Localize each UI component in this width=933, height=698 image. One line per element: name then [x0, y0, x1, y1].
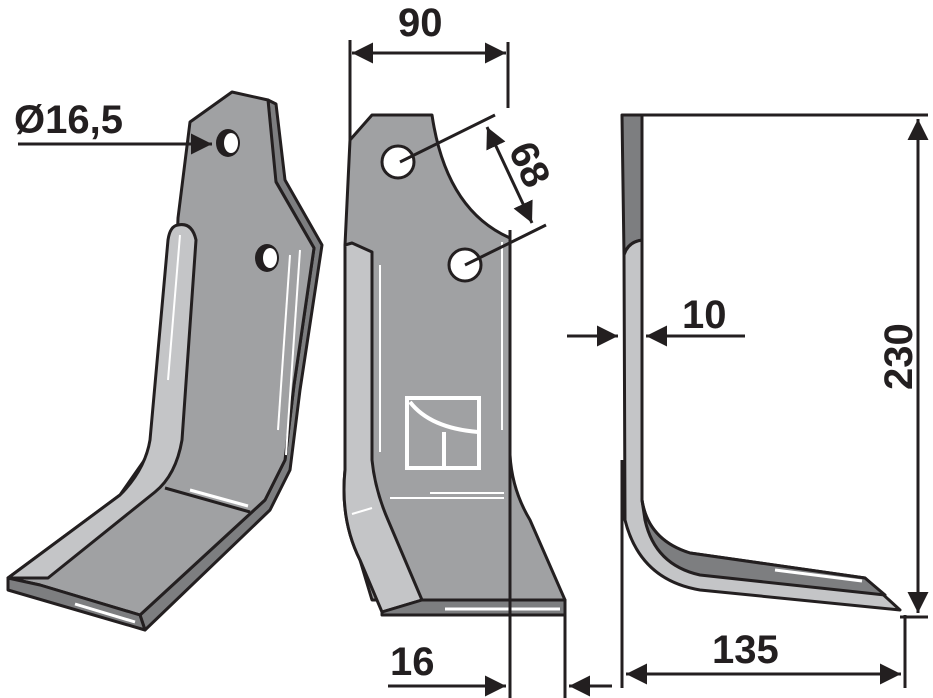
mounting-hole-lower: [255, 244, 279, 272]
front-view: 90 68 16: [342, 1, 612, 698]
width-dimension: 90: [348, 1, 510, 140]
hole-spacing-label: 68: [500, 135, 559, 194]
hole-diameter-dimension: Ø16,5: [14, 98, 212, 155]
width-label: 90: [398, 1, 443, 45]
length-label: 135: [712, 628, 779, 672]
thickness-label: 10: [682, 293, 727, 337]
perspective-view: Ø16,5: [6, 90, 324, 632]
side-view: 10 230 135: [567, 113, 929, 688]
side-upper-strip: [620, 113, 644, 257]
length-dimension: 135: [620, 460, 907, 688]
height-dimension: 230: [622, 113, 929, 619]
edge-offset-label: 16: [390, 640, 435, 684]
edge-offset-dimension: 16: [388, 230, 612, 698]
thickness-dimension: 10: [567, 293, 745, 347]
side-bevel: [640, 498, 887, 597]
front-hole-upper: [380, 144, 416, 180]
height-label: 230: [877, 323, 921, 390]
square-tree-logo: [405, 396, 481, 470]
mounting-hole-upper: [216, 129, 240, 157]
hole-diameter-label: Ø16,5: [14, 98, 123, 142]
